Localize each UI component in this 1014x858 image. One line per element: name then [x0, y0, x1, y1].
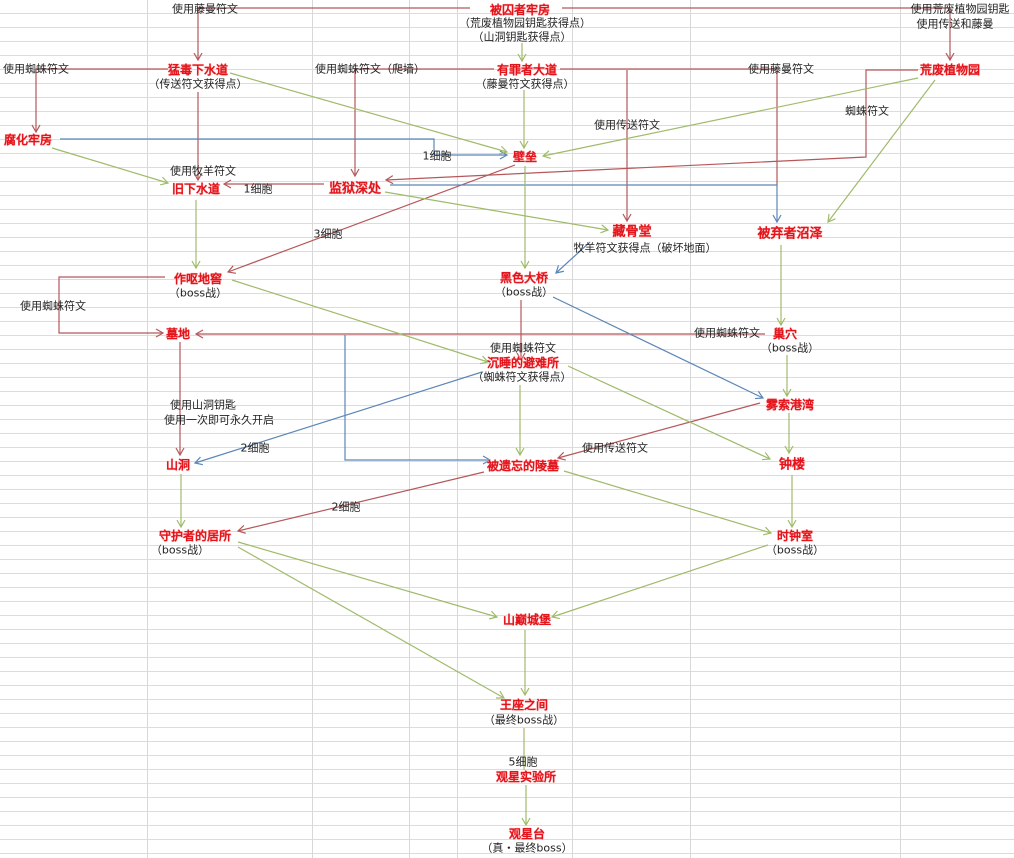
node-note: （最终boss战）: [483, 713, 565, 727]
edge-corrupted-to-ramparts: [60, 138, 509, 160]
node-note: （boss战）: [168, 286, 228, 300]
edge-arboretum-to-depths: [384, 69, 918, 185]
column-divider: [900, 0, 901, 858]
node-note: （boss战）: [760, 341, 820, 355]
node-note: （传送符文获得点）: [148, 77, 248, 91]
edge-sanctuary-to-cavern: [193, 371, 483, 466]
edge-ramparts-to-crypt: [226, 164, 516, 274]
edge-arboretum-to-morass: [827, 79, 936, 223]
column-divider: [457, 0, 458, 858]
edge-ossuary-to-bridge: [555, 241, 591, 274]
edge-haven-to-castle: [237, 541, 499, 620]
node-corrupted-prison: 腐化牢房: [3, 133, 53, 147]
edge-label: 使用传送符文: [582, 441, 648, 455]
edge-crypt-to-sanctuary: [231, 279, 490, 365]
edge-label: 使用藤曼符文: [748, 62, 814, 76]
edge-clock-room-to-castle: [550, 544, 769, 620]
edge-corrupted-to-old-sewers: [51, 147, 170, 186]
edge-promenade-to-morass: [560, 68, 778, 185]
edge-toxic-to-corrupted: [31, 68, 168, 134]
node-old-sewers: 旧下水道: [171, 182, 221, 196]
edge-label: 2细胞: [240, 441, 270, 455]
edge-sanctuary-to-clock-tower: [567, 365, 772, 461]
edge-label: 使用蜘蛛符文: [694, 326, 760, 340]
node-throne-room: 王座之间: [499, 698, 549, 712]
edge-arboretum-to-ramparts: [541, 77, 919, 160]
edge-label: 1细胞: [243, 182, 273, 196]
node-forgotten-sepulcher: 被遗忘的陵墓: [486, 459, 560, 473]
node-toxic-sewers: 猛毒下水道: [167, 63, 229, 77]
node-note: （真・最终boss）: [481, 841, 573, 855]
node-ossuary: 藏骨堂: [612, 224, 652, 240]
edge-toxic-to-ramparts: [229, 72, 509, 155]
edge-sepulcher-to-clock-room: [563, 470, 773, 536]
edge-depths-to-ossuary: [384, 191, 610, 234]
edge-graveyard-to-sepulcher: [344, 335, 492, 465]
edge-label: 使用蜘蛛符文: [3, 62, 69, 76]
edge-label: 使用蜘蛛符文: [20, 299, 86, 313]
edge-label: 使用蜘蛛符文: [490, 341, 556, 355]
column-divider: [147, 0, 148, 858]
node-note: （山洞钥匙获得点）: [472, 30, 572, 44]
edge-label: 使用藤曼符文: [172, 2, 238, 16]
node-clock-room: 时钟室: [776, 529, 814, 543]
edge-shrines-to-sepulcher: [556, 402, 761, 461]
node-morass: 被弃者沼泽: [757, 226, 823, 242]
edge-depths-to-morass: [390, 184, 782, 224]
node-nest: 巢穴: [772, 327, 798, 341]
edge-crypt-to-graveyard: [58, 276, 165, 338]
node-note: （boss战）: [150, 543, 210, 557]
edge-label: 使用传送符文: [594, 118, 660, 132]
column-divider: [312, 0, 313, 858]
edge-label: 使用山洞钥匙: [170, 398, 236, 412]
edge-label: 2细胞: [331, 500, 361, 514]
node-note: 牧羊符文获得点（破坏地面）: [573, 241, 717, 255]
edge-label: 1细胞: [422, 149, 452, 163]
column-divider: [409, 0, 410, 858]
edge-label: 3细胞: [313, 227, 343, 241]
node-fractured-shrines: 雾索港湾: [765, 398, 815, 412]
node-prison-depths: 监狱深处: [328, 181, 382, 197]
node-note: （boss战）: [765, 543, 825, 557]
node-black-bridge: 黑色大桥: [499, 271, 549, 285]
node-cavern: 山洞: [165, 458, 191, 472]
edge-label: 5细胞: [508, 755, 538, 769]
node-prisoners-quarters: 被囚者牢房: [489, 3, 551, 17]
edge-label: 使用牧羊符文: [170, 164, 236, 178]
node-guardians-haven: 守护者的居所: [158, 529, 232, 543]
node-promenade: 有罪者大道: [496, 63, 558, 77]
edge-label: 使用荒废植物园钥匙: [910, 2, 1010, 16]
edge-label: 蜘蛛符文: [845, 104, 889, 118]
node-note: （藤曼符文获得点）: [475, 77, 575, 91]
node-graveyard: 墓地: [165, 327, 191, 341]
edge-haven-to-throne: [237, 546, 506, 699]
edge-prison-to-arboretum: [562, 7, 955, 62]
node-arboretum: 荒废植物园: [919, 63, 981, 77]
column-divider: [690, 0, 691, 858]
node-astrolab: 观星台: [508, 827, 546, 841]
node-insufferable-crypt: 作呕地窖: [173, 272, 223, 286]
edge-label: 使用传送和藤曼: [916, 17, 994, 31]
column-divider: [572, 0, 573, 858]
edge-prison-to-toxic-sewers: [193, 7, 470, 62]
node-high-peak-castle: 山巅城堡: [502, 613, 552, 627]
node-note: （boss战）: [494, 285, 554, 299]
node-observatory: 观星实验所: [495, 770, 557, 784]
edge-label: 使用一次即可永久开启: [164, 413, 274, 427]
node-clock-tower: 钟楼: [778, 457, 806, 473]
node-slumbering-sanctuary: 沉睡的避难所: [486, 356, 560, 370]
edge-sepulcher-to-haven: [236, 471, 485, 534]
edge-promenade-to-depths: [350, 68, 494, 178]
node-note: （蜘蛛符文获得点）: [472, 370, 572, 384]
edge-bridge-to-shrines: [552, 296, 765, 400]
edge-label: 使用蜘蛛符文（爬墙）: [315, 62, 425, 76]
node-ramparts: 壁垒: [512, 150, 538, 164]
node-note: （荒废植物园钥匙获得点）: [459, 16, 591, 30]
